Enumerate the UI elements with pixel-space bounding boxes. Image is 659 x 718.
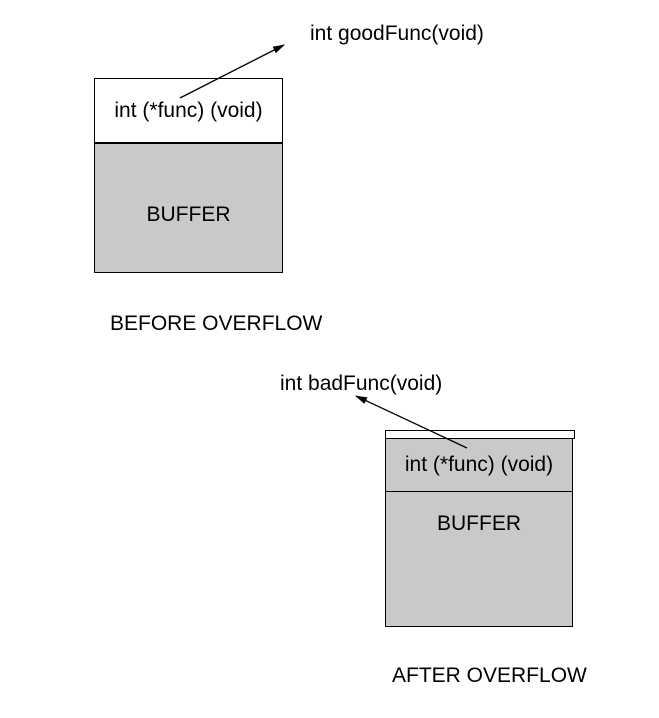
after-function-pointer-cell: int (*func) (void) [386, 438, 572, 492]
before-caption: BEFORE OVERFLOW [110, 312, 323, 335]
before-function-pointer-cell: int (*func) (void) [95, 79, 282, 144]
after-caption: AFTER OVERFLOW [392, 664, 587, 687]
after-memory-box: int (*func) (void) BUFFER [385, 438, 573, 627]
after-target-function-label: int badFunc(void) [280, 372, 443, 395]
before-buffer-cell: BUFFER [95, 144, 282, 272]
after-buffer-cell: BUFFER [386, 491, 572, 626]
before-target-function-label: int goodFunc(void) [310, 22, 484, 45]
before-memory-box: int (*func) (void) BUFFER [94, 78, 283, 273]
